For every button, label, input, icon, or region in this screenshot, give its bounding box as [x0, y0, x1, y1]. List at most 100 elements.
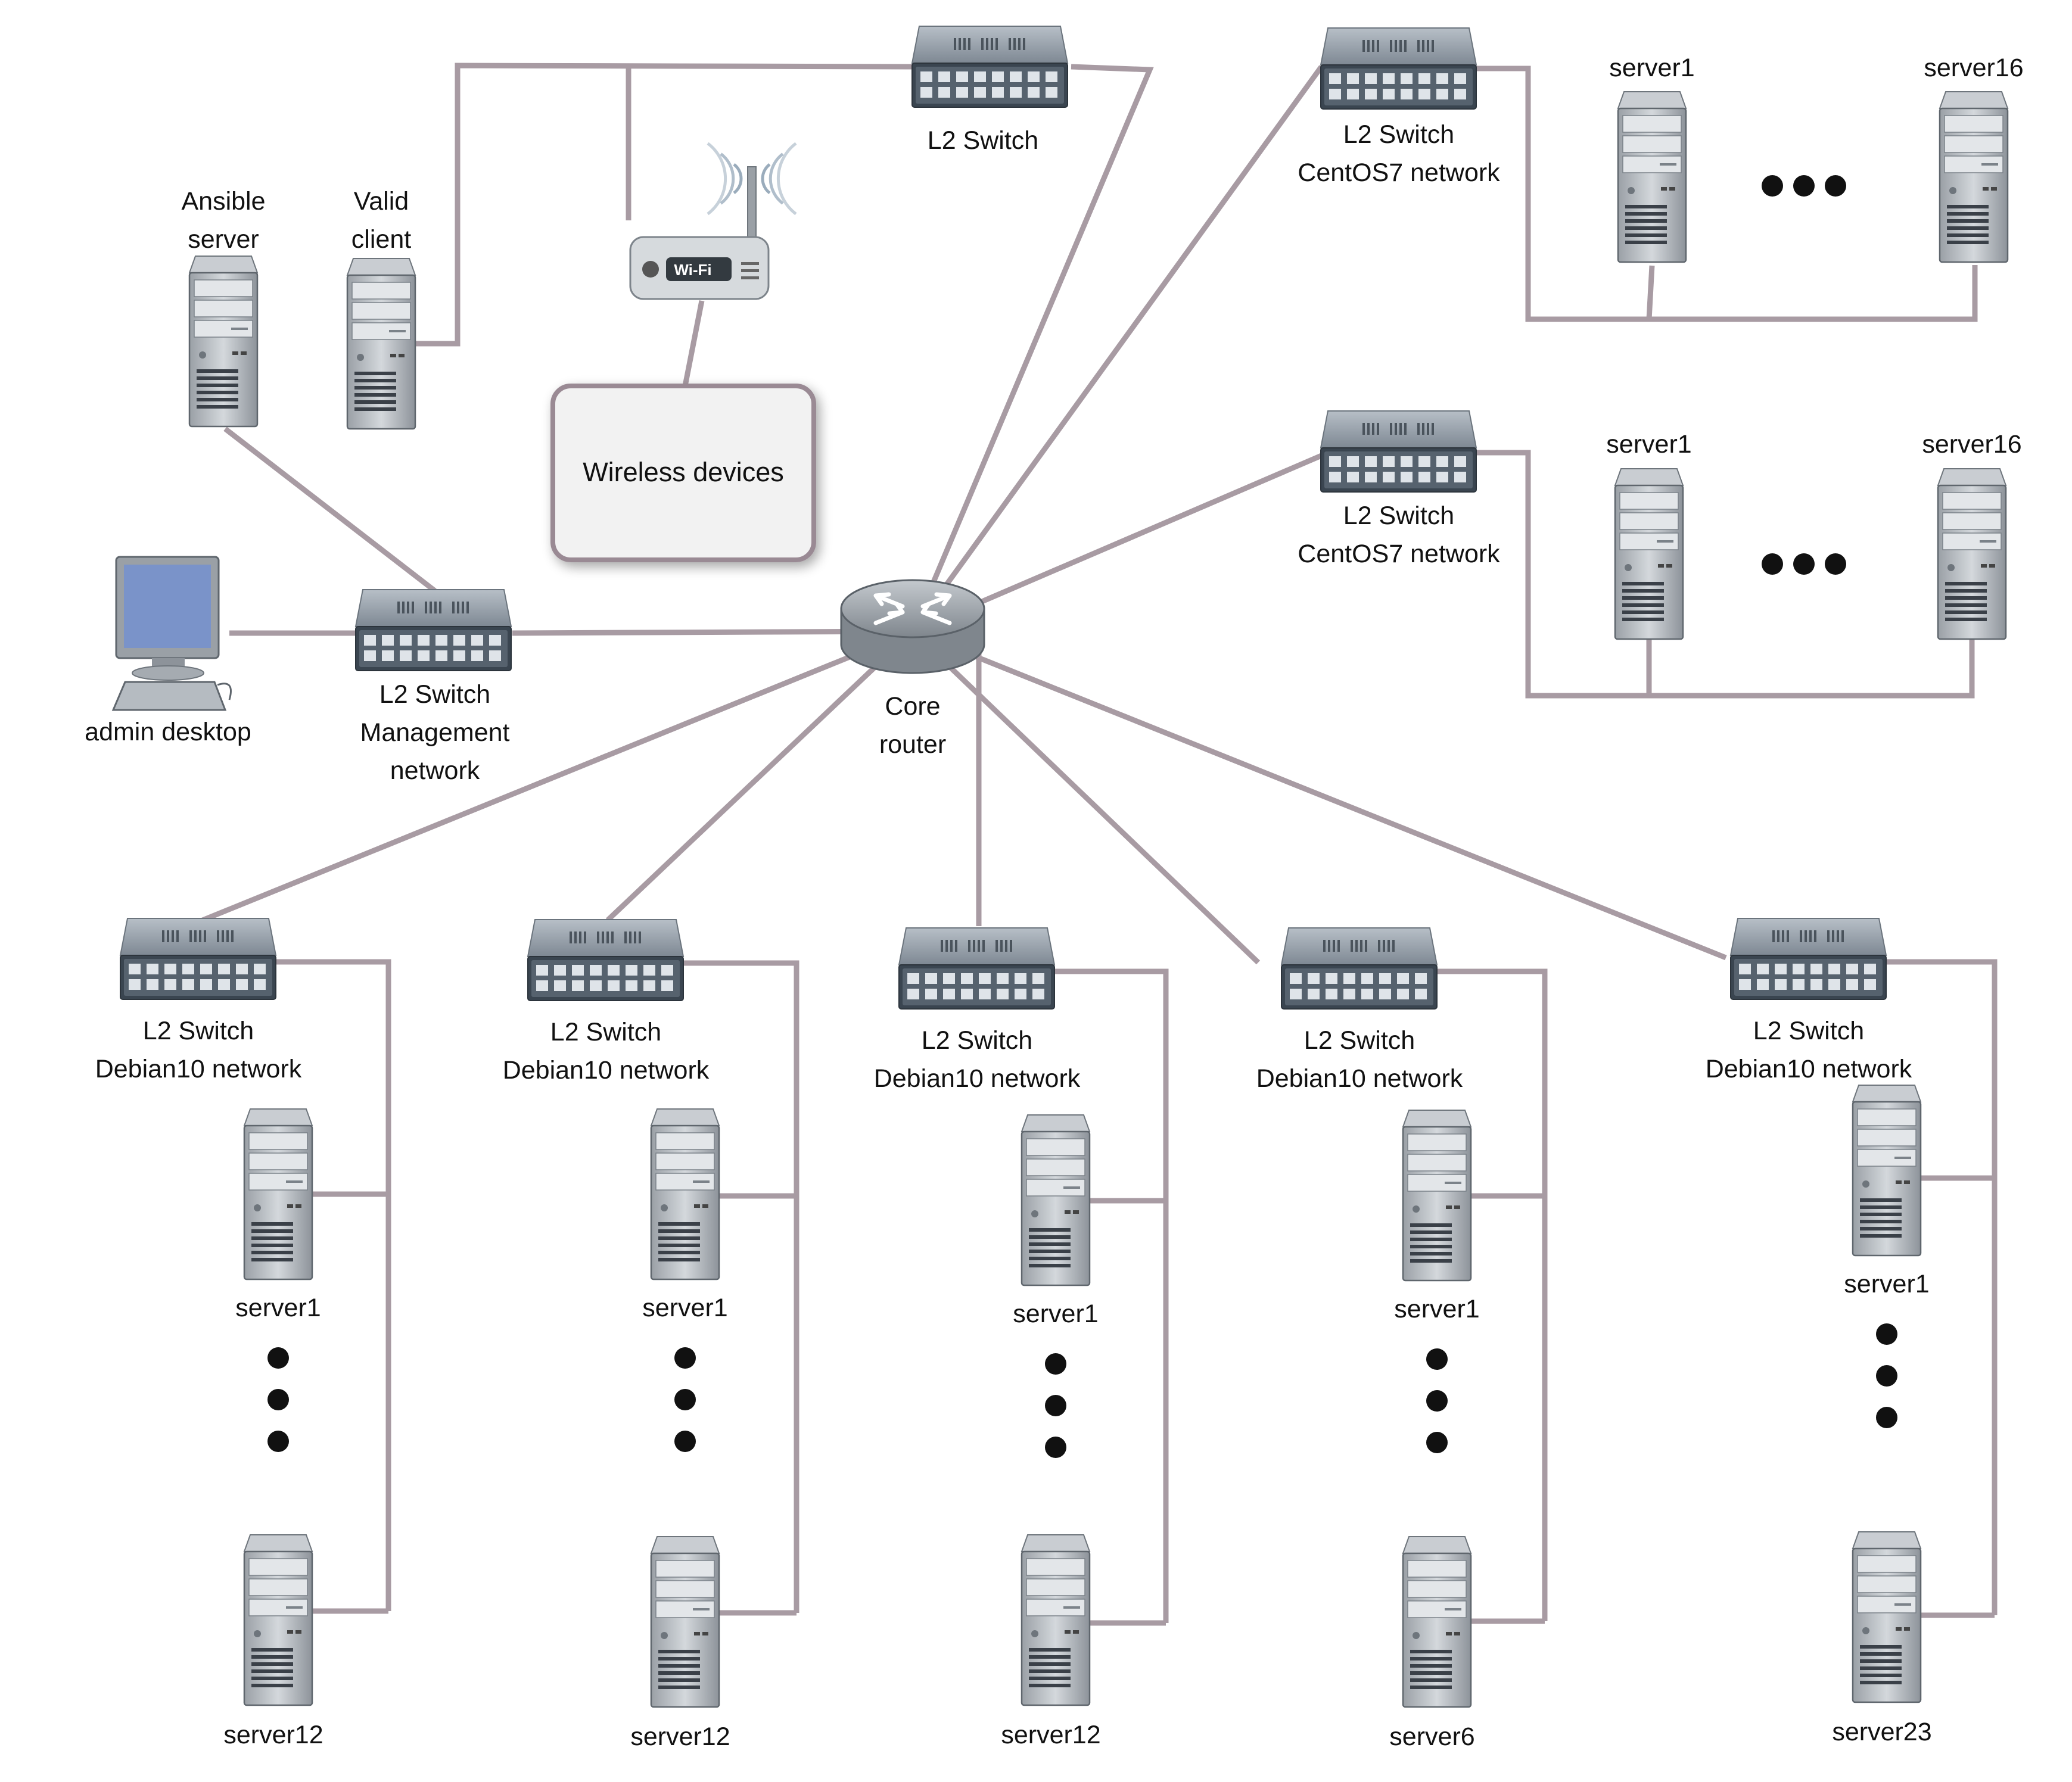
l2-switch-debian10-2: [527, 919, 684, 1001]
signal-wave-right: [761, 163, 771, 194]
antenna: [747, 166, 757, 239]
debian10-4-last-server-label: server6: [1389, 1722, 1474, 1751]
link-router-debian2: [605, 629, 915, 923]
ellipsis-dot: [267, 1389, 289, 1410]
ellipsis-dot: [674, 1389, 696, 1410]
link-ansible-mgmt-switch: [223, 426, 437, 593]
debian10-1-first-server-label: server1: [235, 1294, 321, 1322]
l2-switch-centos7-1: [1320, 27, 1477, 110]
debian10-4-first-server: [1402, 1109, 1472, 1282]
power-icon: [642, 261, 659, 278]
ellipsis-dot: [674, 1431, 696, 1452]
l2-switch-debian10-1: [120, 918, 276, 1000]
link-router-centos1: [910, 65, 1324, 633]
ellipsis-dot: [1045, 1395, 1066, 1416]
link-debian5-bus: [1885, 959, 1998, 1615]
wireless-devices-label: Wireless devices: [583, 457, 784, 487]
link-top-bus: [416, 63, 917, 347]
debian10-2-last-server-label: server12: [630, 1722, 730, 1751]
centos7-2-last-server: [1937, 468, 2007, 640]
link-debian2-bus: [682, 960, 799, 1613]
link-router-debian1: [201, 628, 914, 923]
debian10-5-last-server-label: server23: [1832, 1718, 1931, 1746]
debian10-3-ellipsis: [1045, 1353, 1066, 1458]
ellipsis-dot: [1426, 1432, 1448, 1453]
ellipsis-dot: [1426, 1390, 1448, 1412]
debian10-5-first-server-label: server1: [1844, 1270, 1929, 1298]
router-icon: [840, 579, 985, 674]
debian10-1-last-server: [243, 1534, 313, 1706]
centos7-1-ellipsis: [1762, 175, 1846, 197]
debian10-1-last-server-label: server12: [223, 1721, 323, 1749]
ellipsis-dot: [1762, 553, 1783, 575]
vent-line: [741, 262, 759, 265]
debian10-4-first-server-label: server1: [1394, 1295, 1479, 1323]
router-arrow: [920, 602, 952, 625]
ellipsis-dot: [1793, 175, 1815, 197]
ellipsis-dot: [1426, 1348, 1448, 1370]
debian10-2-ellipsis: [674, 1347, 696, 1452]
l2-switch-top-label: L2 Switch: [928, 126, 1038, 155]
centos7-1-first-server: [1617, 91, 1687, 263]
ellipsis-dot: [1876, 1365, 1897, 1387]
link-centos2-bus: [1476, 450, 1975, 699]
debian10-3-last-server-label: server12: [1001, 1721, 1100, 1749]
router-arrow: [873, 602, 905, 625]
signal-wave-left: [720, 152, 735, 205]
link-router-debian5: [911, 628, 1727, 961]
link-debian4-bus: [1436, 968, 1548, 1621]
l2-switch-debian10-5: [1730, 918, 1887, 1000]
debian10-5-ellipsis: [1876, 1323, 1897, 1428]
debian10-5-last-server: [1852, 1531, 1922, 1703]
monitor-base: [132, 665, 204, 681]
ellipsis-dot: [1045, 1353, 1066, 1375]
centos7-2-first-server-label: server1: [1606, 430, 1691, 459]
centos7-1-last-server-label: server16: [1924, 54, 2023, 82]
desktop-icon: [111, 556, 232, 711]
router-top: [840, 579, 985, 638]
keyboard: [111, 681, 227, 711]
debian10-5-first-server: [1852, 1084, 1922, 1257]
debian10-1-ellipsis: [267, 1347, 289, 1452]
centos7-1-last-server: [1939, 91, 2009, 263]
ellipsis-dot: [674, 1347, 696, 1369]
l2-switch-management: [355, 589, 512, 671]
signal-wave-left: [707, 142, 727, 216]
link-wifi-to-wireless: [682, 300, 705, 387]
ansible-server: [188, 255, 259, 428]
ellipsis-dot: [1876, 1323, 1897, 1345]
link-debian1-bus: [275, 959, 391, 1611]
debian10-4-last-server: [1402, 1535, 1472, 1708]
link-router-debian4: [910, 629, 1261, 965]
wifi-badge-text: Wi-Fi: [674, 261, 711, 279]
mouse-cable: [217, 683, 232, 700]
l2-switch-top: [911, 26, 1068, 108]
debian10-2-first-server: [650, 1108, 720, 1281]
wifi-router-icon: Wi-Fi: [629, 142, 797, 300]
debian10-3-first-server-label: server1: [1013, 1300, 1098, 1328]
valid-client: [346, 257, 416, 430]
debian10-3-last-server: [1021, 1534, 1091, 1706]
ellipsis-dot: [1793, 553, 1815, 575]
ellipsis-dot: [1045, 1437, 1066, 1458]
ellipsis-dot: [267, 1347, 289, 1369]
centos7-2-last-server-label: server16: [1922, 430, 2021, 459]
debian10-2-last-server: [650, 1535, 720, 1708]
l2-switch-centos7-2: [1320, 410, 1477, 493]
signal-wave-left: [733, 163, 743, 194]
centos7-1-first-server-label: server1: [1609, 54, 1694, 82]
admin-desktop-label: admin desktop: [85, 718, 251, 746]
monitor-screen: [124, 565, 211, 648]
signal-wave-right: [776, 142, 797, 216]
link-router-top-switch: [910, 64, 1154, 633]
link-centos1-bus: [1476, 66, 1978, 322]
vent-line: [741, 269, 759, 272]
